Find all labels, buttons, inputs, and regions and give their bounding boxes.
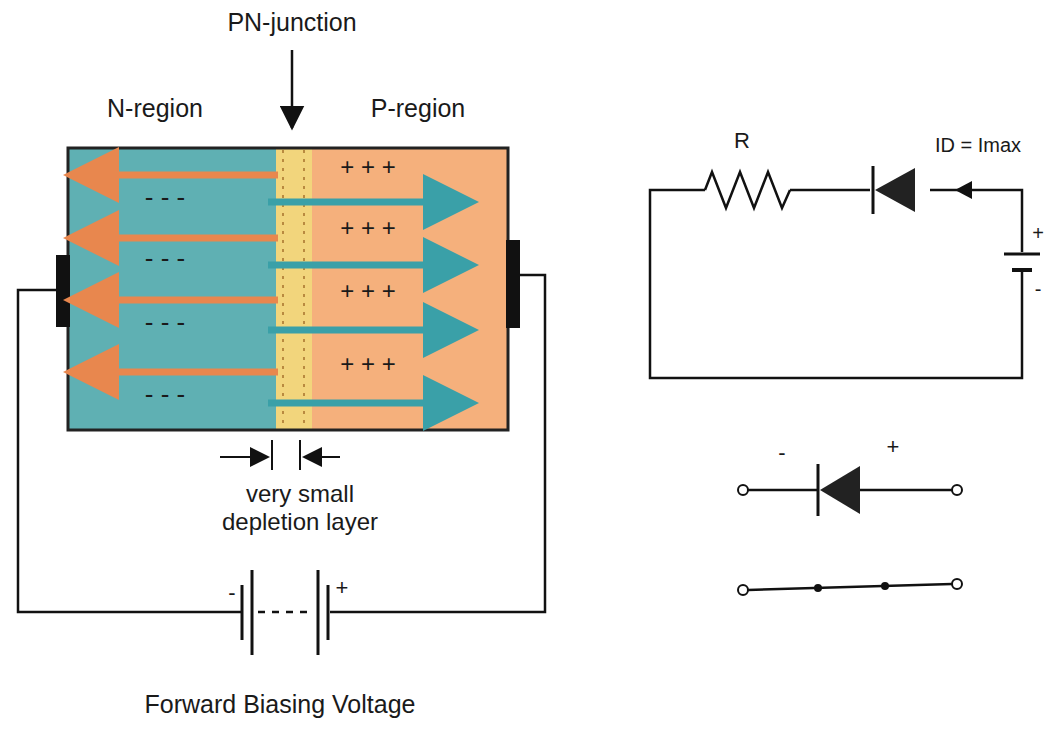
heading-label: PN-junction: [227, 8, 356, 37]
carrier-arrows: [112, 175, 430, 403]
charge-signs: + + +: [340, 214, 395, 242]
caption-label: Forward Biasing Voltage: [145, 690, 416, 719]
junction-dots: [283, 150, 304, 428]
terminal: [56, 255, 70, 327]
region-label: P-region: [371, 94, 466, 123]
dimension-marks: [220, 440, 340, 470]
current-arrow: [955, 181, 972, 199]
short-circuit-equivalent: [738, 579, 962, 595]
dimension-label: very small depletion layer: [200, 480, 400, 535]
depletion-layer: [276, 148, 312, 430]
p-region: [312, 148, 508, 430]
charge-signs: - - -: [145, 380, 185, 410]
polarity-sign: +: [1032, 222, 1044, 245]
bias-battery: [242, 570, 328, 655]
current-label: ID = Imax: [935, 134, 1021, 157]
polarity-sign: -: [1035, 278, 1042, 301]
block-outline: [68, 148, 508, 430]
circuit-wires: [650, 190, 1022, 378]
polarity-sign: -: [778, 440, 785, 465]
n-region: [68, 148, 276, 430]
charge-signs: - - -: [145, 183, 185, 213]
charge-signs: + + +: [340, 350, 395, 378]
polarity-sign: +: [887, 434, 900, 459]
leader-arrow: [291, 50, 294, 128]
charge-signs: + + +: [340, 153, 395, 181]
region-label: N-region: [107, 94, 203, 123]
polarity-sign: +: [336, 575, 349, 600]
charge-signs: - - -: [145, 308, 185, 338]
battery-symbol: [1004, 254, 1040, 270]
component-label: R: [734, 128, 750, 153]
diode-symbol: [738, 464, 962, 516]
terminal: [506, 240, 520, 328]
diode-symbol: [873, 166, 915, 214]
charge-signs: - - -: [145, 244, 185, 274]
resistor-symbol: [705, 172, 790, 208]
charge-signs: + + +: [340, 277, 395, 305]
polarity-sign: -: [228, 580, 235, 605]
